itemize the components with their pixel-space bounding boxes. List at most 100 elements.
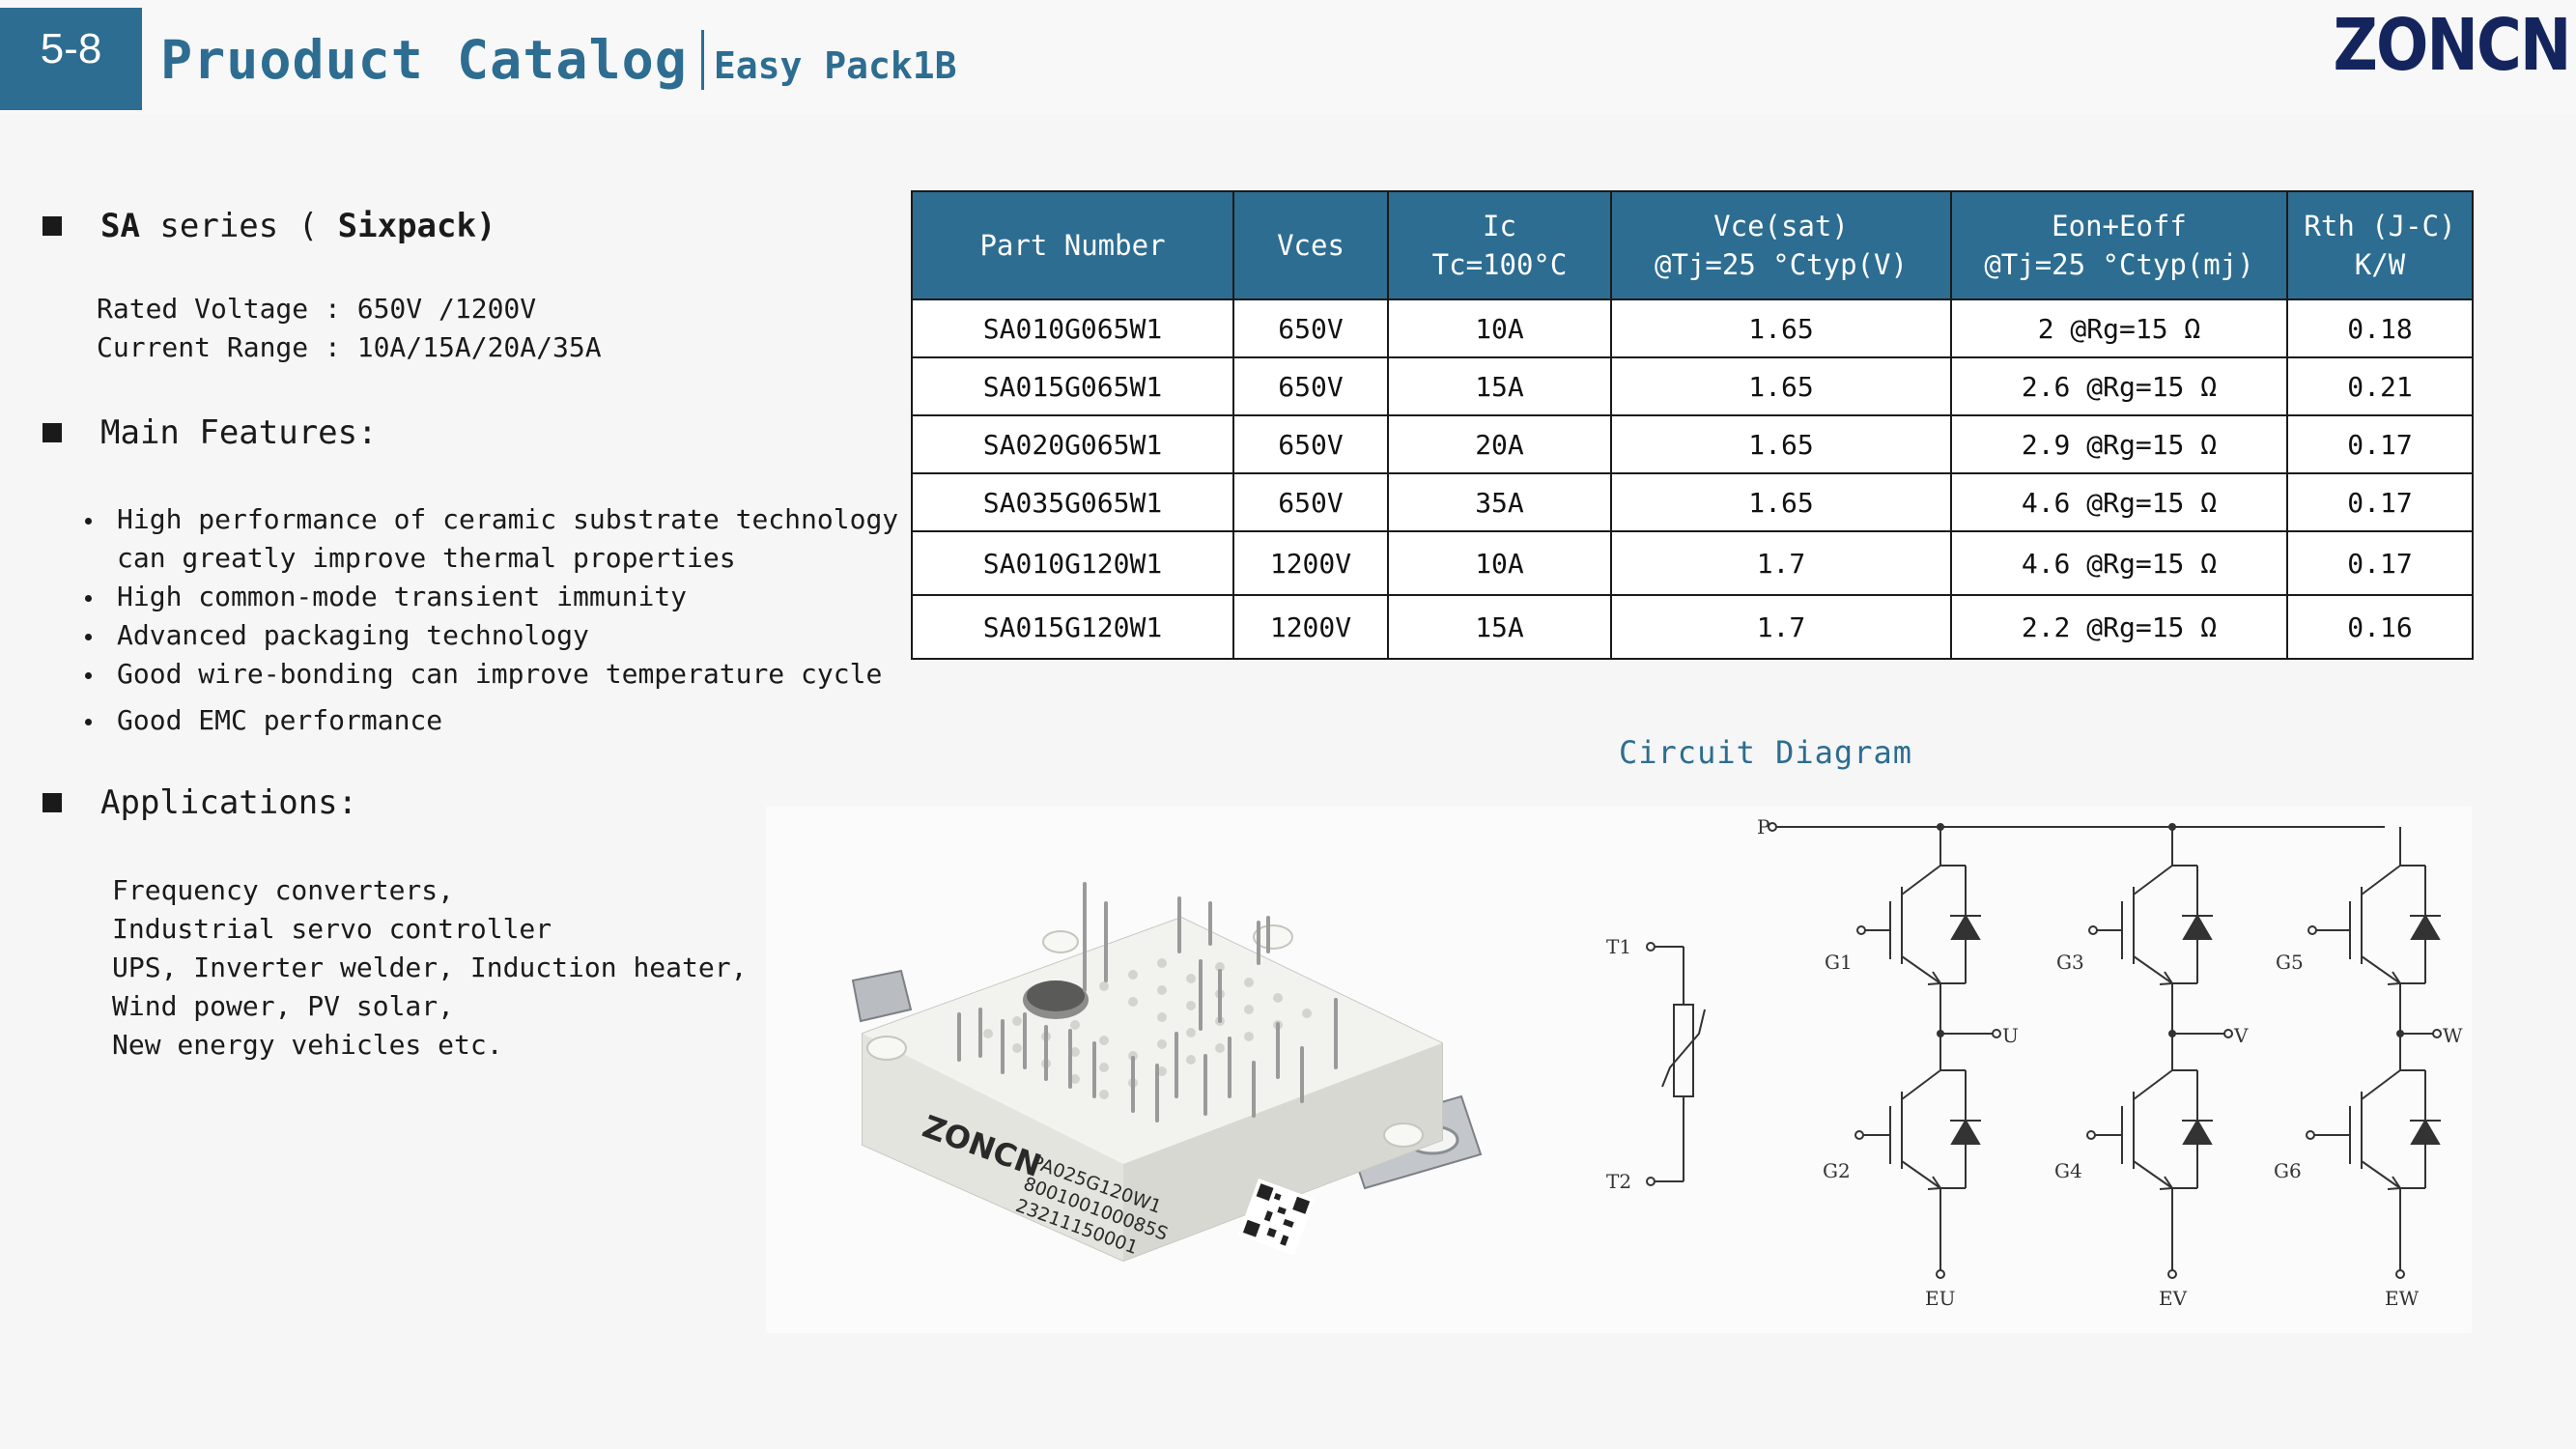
output-v-label: V xyxy=(2233,1024,2249,1047)
leg-w-lower-igbt-collector-lead xyxy=(2361,1069,2401,1100)
leg-v-p-junction xyxy=(2168,823,2176,831)
page-title: Pruoduct Catalog Easy Pack1B xyxy=(160,29,956,91)
table-cell: 4.6 @Rg=15 Ω xyxy=(1950,472,2288,532)
badge-underline xyxy=(0,102,142,110)
leg-w-lower-igbt-diode xyxy=(2410,1119,2441,1145)
applications-bullet xyxy=(42,793,62,812)
qr-code xyxy=(1237,1179,1316,1256)
table-cell: 0.17 xyxy=(2286,472,2474,532)
features-heading: Main Features: xyxy=(100,413,378,452)
leg-w-emitter-terminal xyxy=(2395,1269,2405,1279)
leg-u-output-terminal xyxy=(1992,1029,2001,1038)
leg-u-lower-igbt-gate-terminal xyxy=(1854,1130,1864,1140)
circuit-diagram-title: Circuit Diagram xyxy=(1619,734,1912,771)
output-u-label: U xyxy=(2002,1024,2019,1047)
table-cell: 35A xyxy=(1387,472,1612,532)
catalog-title: Pruoduct Catalog xyxy=(160,29,688,91)
brand-logo-text: ZONCN xyxy=(2333,5,2572,88)
table-cell: 2.9 @Rg=15 Ω xyxy=(1950,414,2288,474)
table-cell: 2.6 @Rg=15 Ω xyxy=(1950,356,2288,416)
leg-v-emitter-terminal xyxy=(2167,1269,2177,1279)
sixpack-schematic: P T1 T2 G1 G2 G3 G4 G5 G6 U V W EU EV EW xyxy=(1606,815,2463,1310)
table-cell: 10A xyxy=(1387,298,1612,358)
page-number-badge: 5-8 xyxy=(0,8,142,102)
leg-u-upper-igbt-diode xyxy=(1950,914,1981,940)
application-item: Frequency converters, xyxy=(112,874,455,906)
feature-item: Advanced packaging technology xyxy=(117,619,589,651)
current-range: Current Range : 10A/15A/20A/35A xyxy=(97,331,602,363)
leg-v-lower-igbt-emitter-lead xyxy=(2133,1160,2173,1189)
leg-v-lower-igbt-gate-terminal xyxy=(2086,1130,2096,1140)
leg-u-lower-igbt-collector-lead xyxy=(1901,1069,1941,1100)
series-heading: SA series ( Sixpack) xyxy=(100,207,496,245)
table-cell: SA035G065W1 xyxy=(911,472,1234,532)
terminal-p-label: P xyxy=(1757,815,1769,838)
column-header-eon-eoff: Eon+Eoff@Tj=25 °Ctyp(mj) xyxy=(1950,190,2288,300)
table-cell: SA010G065W1 xyxy=(911,298,1234,358)
leg-w-lower-igbt-gate-terminal xyxy=(2306,1130,2315,1140)
leg-w-upper-igbt-gate-terminal xyxy=(2307,925,2317,935)
table-cell: 20A xyxy=(1387,414,1612,474)
terminal-t2-label: T2 xyxy=(1606,1170,1631,1193)
table-cell: 0.21 xyxy=(2286,356,2474,416)
emitter-ev-label: EV xyxy=(2159,1287,2188,1310)
gate-g5-label: G5 xyxy=(2276,951,2304,974)
leg-u-lower-igbt-emitter-lead xyxy=(1901,1160,1941,1189)
table-cell: 0.17 xyxy=(2286,414,2474,474)
table-cell: SA015G120W1 xyxy=(911,594,1234,660)
page-number: 5-8 xyxy=(40,25,102,72)
leg-v-upper-igbt-collector-lead xyxy=(2133,865,2173,895)
leg-v-lower-igbt-collector-lead xyxy=(2133,1069,2173,1100)
table-cell: SA010G120W1 xyxy=(911,530,1234,596)
leg-u-emitter-terminal xyxy=(1936,1269,1945,1279)
leg-w-upper-igbt-collector-lead xyxy=(2361,865,2401,895)
table-cell: 0.16 xyxy=(2286,594,2474,660)
feature-item-continued: can greatly improve thermal properties xyxy=(117,542,736,574)
features-bullet xyxy=(42,423,62,442)
application-item: New energy vehicles etc. xyxy=(112,1029,503,1061)
application-item: Industrial servo controller xyxy=(112,913,552,945)
table-cell: 2.2 @Rg=15 Ω xyxy=(1950,594,2288,660)
application-item: UPS, Inverter welder, Induction heater, xyxy=(112,952,748,983)
feature-dot xyxy=(85,672,92,679)
gate-g2-label: G2 xyxy=(1823,1159,1851,1182)
leg-u-lower-igbt-diode xyxy=(1950,1119,1981,1145)
leg-v-upper-igbt-gate-terminal xyxy=(2088,925,2098,935)
product-photo: ZONCN PA025G120W1 800100100085S 23211150… xyxy=(766,807,1602,1333)
leg-v-output-terminal xyxy=(2223,1029,2233,1038)
series-bullet xyxy=(42,216,62,236)
leg-w-upper-igbt-emitter-lead xyxy=(2361,955,2401,984)
table-cell: 0.18 xyxy=(2286,298,2474,358)
table-cell: 1200V xyxy=(1232,594,1389,660)
column-header-vces: Vces xyxy=(1232,190,1389,300)
table-cell: SA020G065W1 xyxy=(911,414,1234,474)
table-cell: 4.6 @Rg=15 Ω xyxy=(1950,530,2288,596)
feature-item: Good EMC performance xyxy=(117,704,443,736)
gate-g6-label: G6 xyxy=(2274,1159,2302,1182)
feature-dot xyxy=(85,634,92,640)
gate-g1-label: G1 xyxy=(1825,951,1853,974)
emitter-eu-label: EU xyxy=(1925,1287,1955,1310)
applications-heading: Applications: xyxy=(100,783,358,822)
leg-w-upper-igbt-diode xyxy=(2410,914,2441,940)
table-cell: 650V xyxy=(1232,414,1389,474)
header-band xyxy=(0,0,2576,114)
table-cell: 1.65 xyxy=(1610,356,1952,416)
feature-item: Good wire-bonding can improve temperatur… xyxy=(117,658,883,690)
emitter-ew-label: EW xyxy=(2385,1287,2420,1310)
application-item: Wind power, PV solar, xyxy=(112,990,455,1022)
leg-u-p-junction xyxy=(1937,823,1944,831)
leg-w-lower-igbt-emitter-lead xyxy=(2361,1160,2401,1189)
table-cell: 1.7 xyxy=(1610,594,1952,660)
leg-v-upper-igbt-diode xyxy=(2182,914,2213,940)
table-cell: 2 @Rg=15 Ω xyxy=(1950,298,2288,358)
title-divider xyxy=(700,30,704,90)
table-cell: 1.7 xyxy=(1610,530,1952,596)
table-cell: 0.17 xyxy=(2286,530,2474,596)
